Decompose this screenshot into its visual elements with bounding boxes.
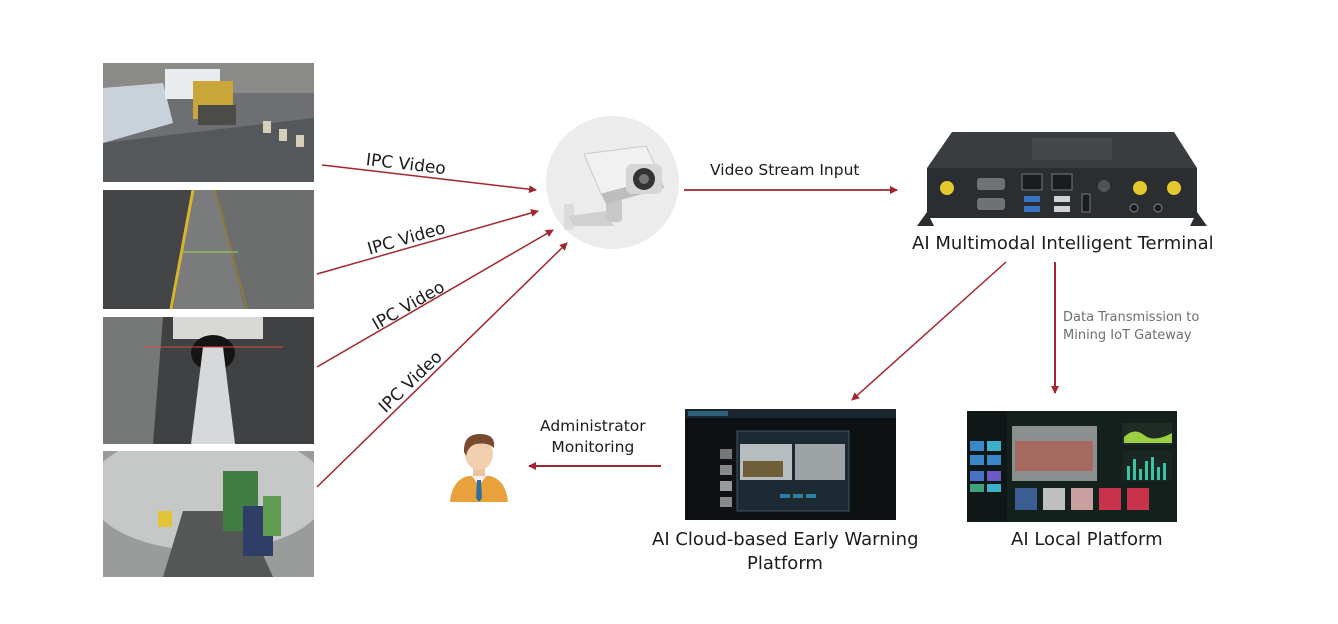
source-photo-conveyor-tunnel (103, 190, 314, 309)
edge-computing-box-icon (917, 132, 1207, 226)
administrator-node (448, 430, 510, 502)
video-stream-input-label: Video Stream Input (710, 161, 860, 179)
source-photo-underground-roadway (103, 451, 314, 577)
ip-camera-node (546, 116, 679, 249)
cloud-platform-label: AI Cloud-based Early Warning Platform (652, 528, 919, 576)
cctv-camera-icon (546, 116, 679, 249)
arrow-source-2-to-camera (316, 209, 539, 275)
cloud-platform-label-line2: Platform (747, 553, 823, 574)
terminal-label: AI Multimodal Intelligent Terminal (912, 233, 1214, 254)
source-photo-belt-conveyor (103, 317, 314, 444)
cloud-platform-label-line1: AI Cloud-based Early Warning (652, 529, 919, 550)
local-platform-label: AI Local Platform (1011, 529, 1163, 550)
arrow-source-4-to-camera (316, 242, 568, 488)
admin-monitoring-label-line1: Administrator (540, 417, 646, 435)
admin-monitoring-label: Administrator Monitoring (540, 416, 646, 458)
arrow-terminal-to-cloud (851, 261, 1007, 401)
arrow-source-1-to-camera (321, 164, 537, 194)
arrow-source-3-to-camera (316, 229, 554, 368)
administrator-avatar-icon (450, 434, 508, 502)
gateway-label-line1: Data Transmission to (1063, 310, 1200, 325)
ai-terminal-device (912, 128, 1212, 228)
gateway-label: Data Transmission to Mining IoT Gateway (1063, 309, 1199, 345)
admin-monitoring-label-line2: Monitoring (551, 438, 635, 456)
gateway-label-line2: Mining IoT Gateway (1063, 328, 1192, 343)
source-photo-haul-truck (103, 63, 314, 182)
cloud-platform-screenshot (685, 409, 896, 520)
local-platform-screenshot (967, 411, 1177, 522)
